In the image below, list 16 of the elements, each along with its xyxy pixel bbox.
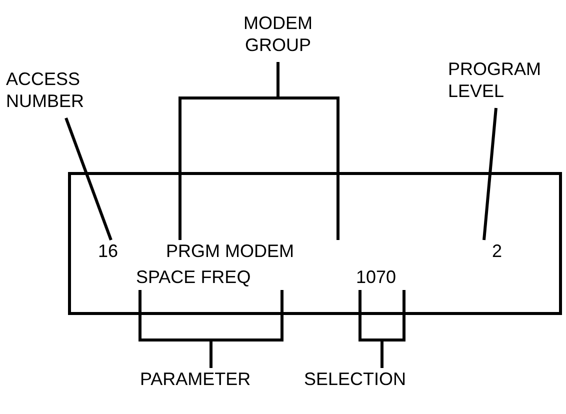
callout-label: PARAMETER	[140, 368, 270, 394]
callout-label: PROGRAM LEVEL	[448, 58, 560, 108]
display-text: 2	[492, 240, 508, 264]
leader-line	[138, 288, 284, 370]
display-text: SPACE FREQ	[136, 266, 286, 290]
leader-line	[358, 288, 406, 370]
display-panel	[68, 172, 562, 315]
display-text: 1070	[356, 266, 408, 290]
callout-label: MODEM GROUP	[222, 12, 334, 62]
leader-line	[178, 60, 340, 242]
callout-label: ACCESS NUMBER	[6, 68, 136, 118]
leader-line	[482, 108, 498, 240]
display-text: 16	[98, 240, 124, 264]
display-text: PRGM MODEM	[166, 240, 332, 264]
callout-label: SELECTION	[304, 368, 416, 394]
leader-line	[64, 117, 112, 241]
